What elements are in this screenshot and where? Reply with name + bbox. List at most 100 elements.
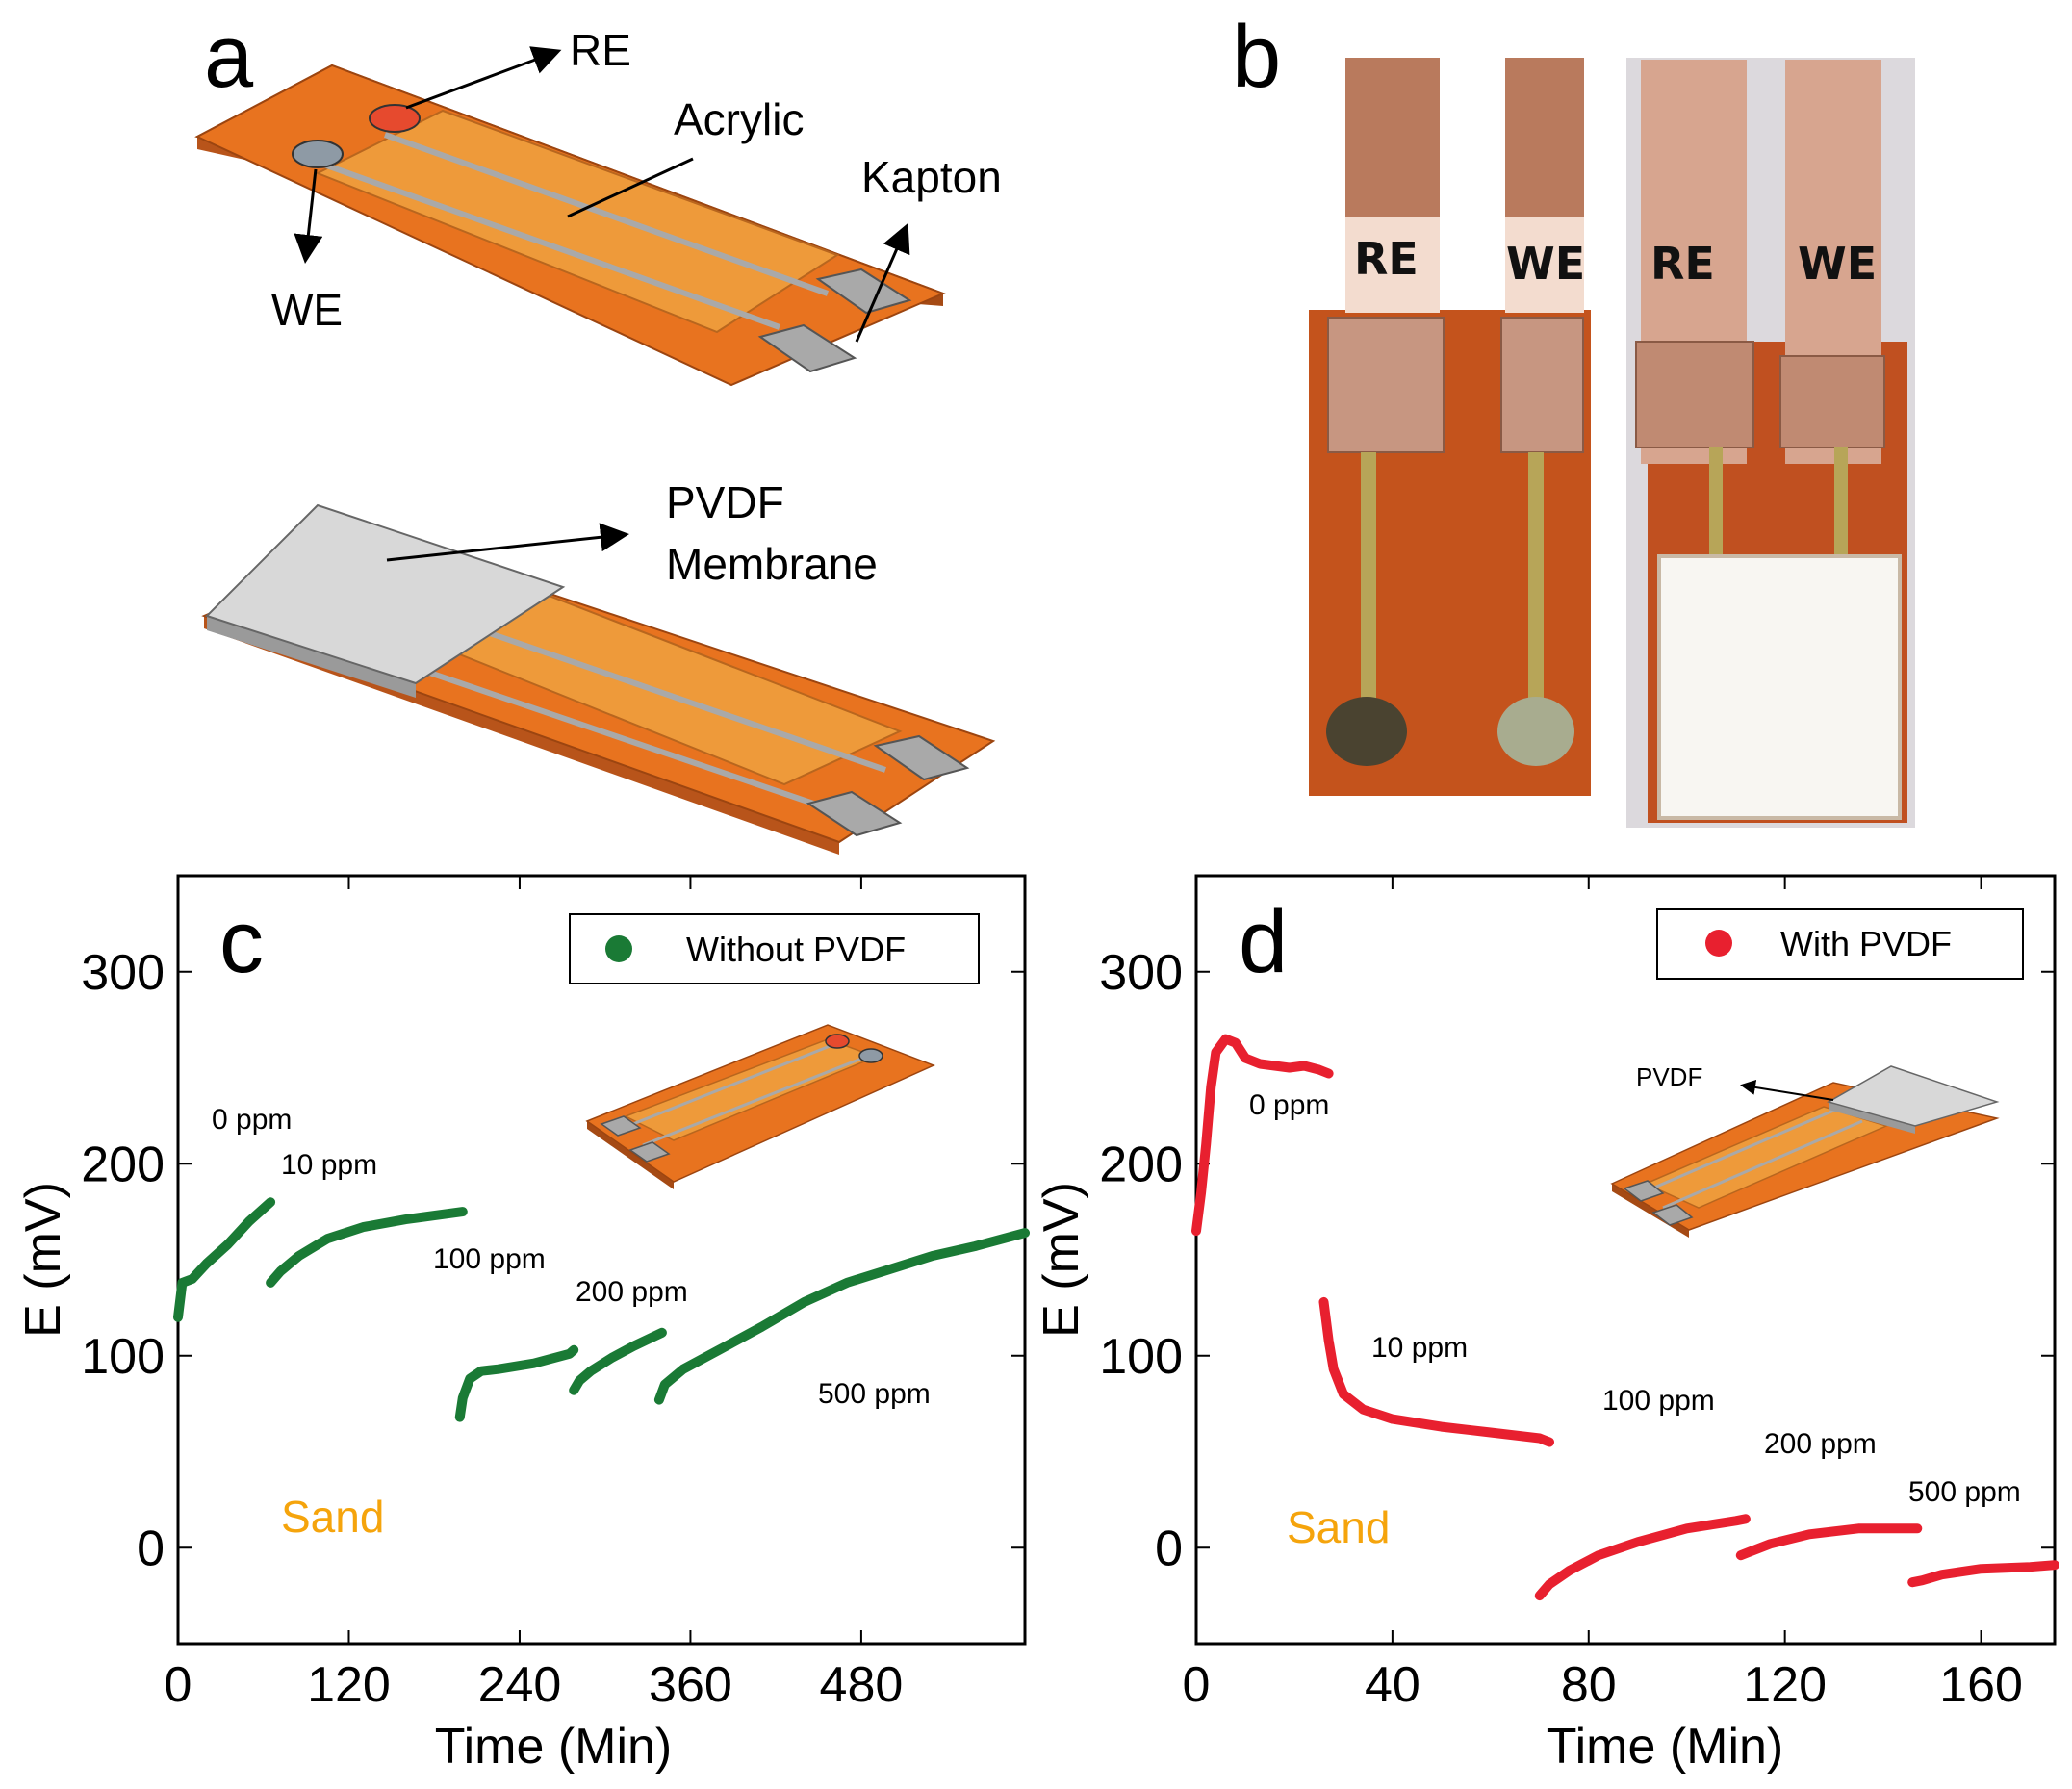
- series-segment-500-ppm: [653, 1228, 1030, 1405]
- chart-c-sand-label: Sand: [281, 1492, 384, 1542]
- inset-c-pad-2: [628, 1141, 671, 1163]
- inset-d-pvdf-side: [1829, 1102, 1915, 1134]
- pvdf-membrane: [205, 503, 566, 685]
- sensor-diagram-top: RE WE Acrylic Kapton: [194, 25, 1002, 387]
- chart-c-legend-label: Without PVDF: [686, 930, 906, 969]
- right-trace-we: [1834, 447, 1848, 558]
- inset-d-pad-2: [1651, 1204, 1694, 1226]
- x-tick-label: 160: [1939, 1657, 2023, 1713]
- series-segment-10-ppm: [1318, 1296, 1554, 1447]
- left-re-text: RE: [1354, 233, 1419, 285]
- acrylic-arrow: [567, 157, 694, 218]
- chart-c-inset-sensor: [585, 1024, 935, 1189]
- we-electrode: [292, 140, 344, 168]
- panel-b-letter: b: [1232, 8, 1281, 106]
- inset-c-pad-1: [600, 1115, 642, 1137]
- chart-d-label-200ppm: 200 ppm: [1764, 1428, 1877, 1460]
- photo-sensor-left: RE WE: [1309, 58, 1591, 796]
- chart-d-label-100ppm: 100 ppm: [1602, 1385, 1715, 1417]
- pvdf-label-line2: Membrane: [666, 539, 878, 589]
- pvdf-label-line1: PVDF: [666, 477, 784, 527]
- x-tick-label: 480: [820, 1657, 904, 1713]
- inset-d-pad-1: [1623, 1180, 1665, 1202]
- left-re-disc: [1326, 697, 1407, 766]
- series-segment-200-ppm: [1735, 1523, 1923, 1561]
- pvdf-arrow: [386, 523, 629, 562]
- right-pvdf-membrane: [1657, 554, 1902, 820]
- re-electrode: [369, 104, 421, 133]
- x-tick-label: 40: [1365, 1657, 1420, 1713]
- series-segment-100-ppm: [454, 1344, 579, 1422]
- electrode-trace-2: [383, 132, 830, 296]
- inset-d-pvdf-arrow: [1740, 1080, 1834, 1101]
- left-trace-we: [1528, 452, 1544, 722]
- chart-d-sand-label: Sand: [1287, 1502, 1390, 1552]
- y-tick-label: 0: [137, 1521, 165, 1576]
- chart-c-label-0ppm: 0 ppm: [212, 1104, 292, 1136]
- contact-pad-bottom-2: [806, 790, 903, 837]
- y-tick-label: 300: [81, 945, 165, 1001]
- inset-c-kapton-side: [587, 1121, 674, 1189]
- series-segment-10-ppm: [266, 1207, 468, 1288]
- we-arrow: [294, 168, 323, 264]
- inset-c-re-electrode: [825, 1034, 850, 1049]
- right-we-text: WE: [1798, 238, 1877, 290]
- panel-a: a RE WE Acrylic Kapton: [194, 8, 1002, 855]
- left-copper-pad-we: [1500, 317, 1584, 453]
- re-label: RE: [570, 25, 631, 75]
- right-re-text: RE: [1650, 238, 1715, 290]
- x-tick-label: 80: [1561, 1657, 1617, 1713]
- photo-sensor-right: RE WE: [1626, 58, 1915, 828]
- chart-c-legend-box: [569, 913, 980, 984]
- panel-d-letter: d: [1239, 893, 1288, 991]
- chart-c-label-100ppm: 100 ppm: [433, 1243, 546, 1275]
- chart-c-frame: [176, 874, 1027, 1646]
- left-we-text: WE: [1506, 238, 1585, 290]
- chart-d-label-10ppm: 10 ppm: [1371, 1332, 1468, 1364]
- panel-c-letter: c: [219, 893, 264, 991]
- y-tick-label: 300: [1099, 945, 1183, 1001]
- y-tick-label: 200: [81, 1137, 165, 1192]
- x-tick-label: 0: [165, 1657, 192, 1713]
- x-tick-label: 120: [307, 1657, 391, 1713]
- inset-c-trace-2: [642, 1055, 867, 1147]
- electrode-trace-bottom-2: [480, 627, 886, 773]
- left-copper-pad-re: [1327, 317, 1445, 453]
- chart-d-legend-label: With PVDF: [1780, 924, 1952, 963]
- inset-d-trace-1: [1640, 1107, 1839, 1195]
- series-segment-0-ppm: [1191, 1034, 1334, 1237]
- pvdf-membrane-side: [207, 616, 416, 698]
- panel-a-letter: a: [204, 8, 254, 106]
- y-tick-label: 100: [1099, 1329, 1183, 1385]
- left-tape-re: [1345, 217, 1440, 313]
- left-trace-re: [1361, 452, 1376, 722]
- acrylic-label: Acrylic: [674, 94, 804, 144]
- y-tick-label: 100: [81, 1329, 165, 1385]
- chart-d-frame: [1194, 874, 2057, 1646]
- chart-c-legend-marker: [605, 935, 632, 962]
- left-copper-tab-re: [1345, 58, 1440, 231]
- electrode-trace-bottom-1: [403, 661, 829, 811]
- chart-d-legend-marker: [1705, 930, 1732, 957]
- inset-d-trace-2: [1662, 1119, 1863, 1210]
- contact-pad-bottom-1: [873, 734, 970, 781]
- series-segment-200-ppm: [569, 1327, 667, 1395]
- chart-c-xlabel: Time (Min): [435, 1719, 673, 1775]
- kapton-arrow: [855, 222, 910, 343]
- right-copper-fold-re: [1635, 341, 1754, 448]
- chart-c-y-axis: 0 100 200 300: [81, 945, 1025, 1576]
- chart-d-series: [1191, 1034, 2059, 1601]
- inset-d-pvdf-label: PVDF: [1636, 1062, 1702, 1091]
- y-tick-label: 200: [1099, 1137, 1183, 1192]
- left-tape-we: [1505, 217, 1584, 313]
- chart-d-ylabel: E (mV): [1034, 1182, 1089, 1338]
- x-tick-label: 0: [1183, 1657, 1211, 1713]
- chart-c-ylabel: E (mV): [15, 1182, 71, 1338]
- chart-c-label-10ppm: 10 ppm: [281, 1149, 377, 1181]
- contact-pad-2: [757, 323, 857, 373]
- chart-d-xlabel: Time (Min): [1547, 1719, 1784, 1775]
- panel-b: b RE WE RE WE: [1232, 8, 1915, 828]
